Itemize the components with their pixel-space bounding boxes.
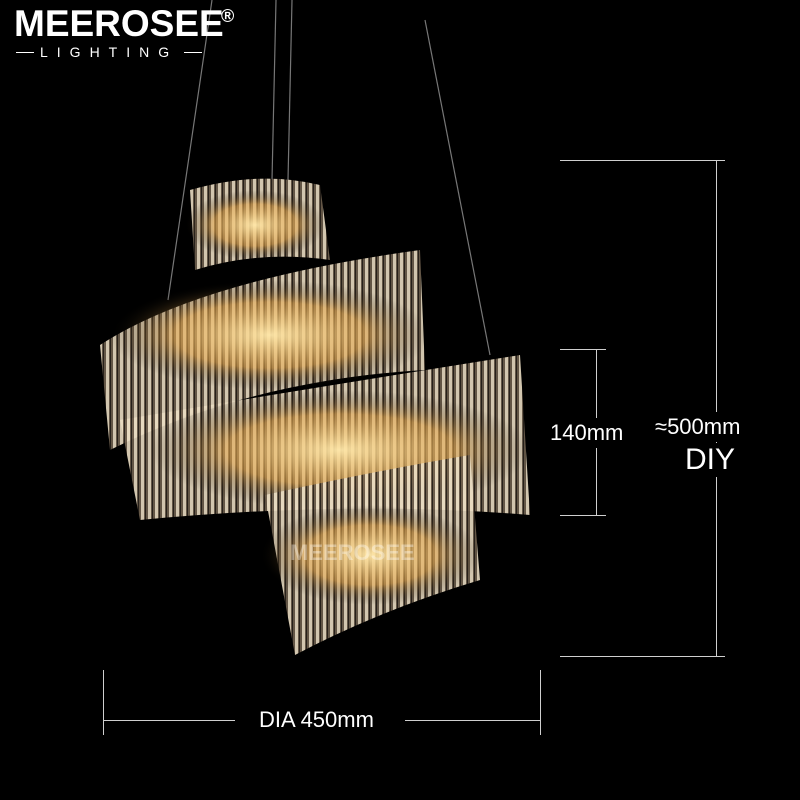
diameter-line-left	[103, 720, 235, 721]
height-dimension-line	[716, 160, 717, 656]
watermark: MEEROSEE	[290, 540, 415, 565]
logo-subtitle-row: LIGHTING	[16, 44, 226, 60]
ring-top-tick	[560, 349, 606, 350]
logo-brand: MEEROSEE	[14, 3, 224, 44]
diameter-right-tick	[540, 670, 541, 735]
diameter-label: DIA 450mm	[259, 707, 374, 732]
logo-dash-right	[184, 51, 203, 53]
logo-subtitle: LIGHTING	[40, 44, 179, 60]
brand-logo: MEEROSEE ® LIGHTING	[14, 3, 234, 61]
total-height-label: ≈500mm	[655, 412, 741, 442]
suspension-wires	[167, 0, 491, 356]
crystal-ring-middle	[100, 250, 430, 450]
ring-height-label: 140mm	[550, 418, 624, 448]
height-top-tick	[560, 160, 725, 161]
logo-dash-left	[16, 51, 34, 53]
diameter-left-tick	[103, 670, 104, 735]
diameter-line-right	[405, 720, 540, 721]
logo-registered-mark: ®	[221, 6, 235, 26]
crystal-ring-top	[185, 178, 330, 270]
crystal-ring-bottom	[260, 455, 480, 655]
height-bottom-tick	[560, 656, 725, 657]
ring-bottom-tick	[560, 515, 606, 516]
diy-label: DIY	[685, 443, 736, 477]
